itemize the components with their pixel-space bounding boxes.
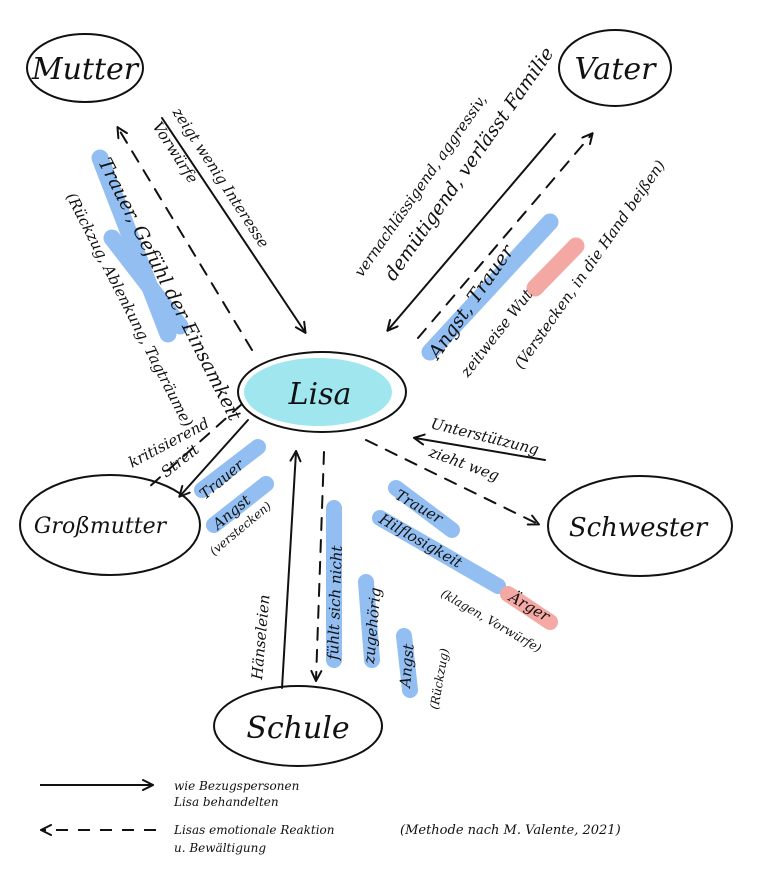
arrow-lisa-to-vater [417,134,592,339]
arrow-gm-to-lisa [180,419,249,496]
node-lisa: Lisa [237,351,407,433]
highlight-sw-hilflos [372,510,506,594]
label-sw-zieht-weg: zieht weg [426,443,502,485]
label-vater-coping: (Verstecken, in die Hand beißen) [511,157,670,373]
node-mutter-label: Mutter [31,52,140,87]
label-schule-angst: Angst [396,642,418,690]
highlight-schule-3 [396,628,418,698]
node-mutter-shape [26,33,144,103]
node-grossmutter-shape [19,474,201,576]
node-schule-label: Schule [246,711,349,746]
node-schwester: Schwester [547,475,733,577]
highlight-schule-2 [358,574,380,668]
highlight-gm-angst [206,476,274,533]
legend-source: (Methode nach M. Valente, 2021) [400,823,621,838]
node-lisa-shape [237,351,407,433]
node-mutter: Mutter [26,33,144,103]
highlight-sw-aerger [500,586,558,630]
node-vater-label: Vater [575,52,658,87]
arrow-mutter-to-lisa [161,117,305,332]
arrow-lisa-to-mutter [118,128,253,351]
arrow-schule-to-lisa [281,452,296,689]
node-grossmutter: Großmutter [19,474,201,576]
node-schule-shape [213,685,383,767]
label-schule-haenseleien: Hänseleien [248,594,273,682]
arrows [118,117,592,689]
node-lisa-fill [244,358,392,426]
node-vater: Vater [558,29,672,107]
highlight-gm-trauer [194,439,266,498]
node-schwester-shape [547,475,733,577]
arrow-lisa-to-schwester [365,439,538,524]
legend-solid-text-2: Lisa behandelten [173,795,279,809]
node-schwester-label: Schwester [569,513,709,543]
node-grossmutter-label: Großmutter [34,514,168,539]
arrow-lisa-to-gm [147,403,243,489]
label-schule-coping: (Rückzug) [427,647,452,711]
legend: wie Bezugspersonen Lisa behandelten Lisa… [40,779,621,855]
label-schule-fuehlt: fühlt sich nicht [324,544,346,661]
node-vater-shape [558,29,672,107]
arrow-lisa-to-schule [316,451,325,680]
label-sw-aerger: Ärger [504,587,553,626]
label-vater-angst: Angst, Trauer [423,240,520,365]
label-sw-hilflos: Hilflosigkeit [375,509,466,572]
highlight-vater-wut [526,237,585,297]
node-lisa-label: Lisa [288,377,352,412]
arrow-schwester-to-lisa [415,438,546,461]
node-schule: Schule [213,685,383,767]
highlight-mutter-einsamkeit [103,229,189,335]
arrow-vater-to-lisa [388,133,556,330]
highlights [91,149,585,698]
legend-dashed-text-1: Lisas emotionale Reaktion [173,823,335,837]
legend-dashed-text-2: u. Bewältigung [174,841,266,855]
highlight-sw-trauer [388,480,460,538]
legend-solid-text-1: wie Bezugspersonen [174,779,299,793]
highlight-vater-angst [421,213,559,361]
